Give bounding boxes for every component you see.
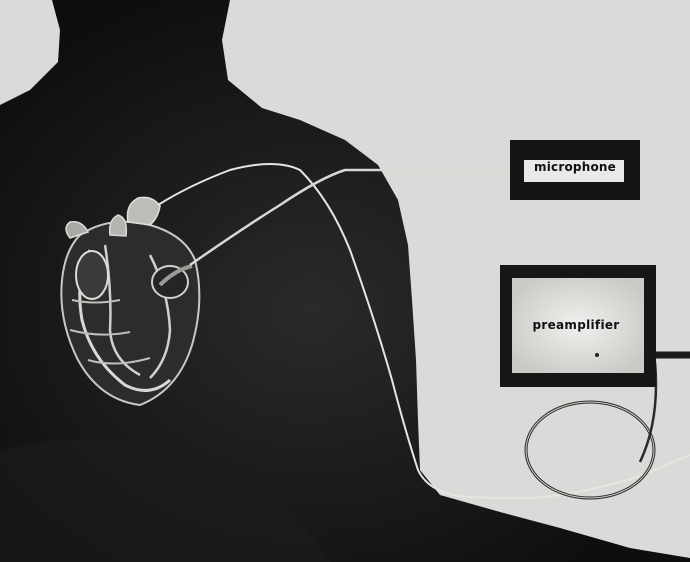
microphone-label: microphone bbox=[512, 160, 638, 174]
preamplifier-indicator bbox=[595, 353, 599, 357]
preamplifier-label: preamplifier bbox=[505, 318, 647, 332]
